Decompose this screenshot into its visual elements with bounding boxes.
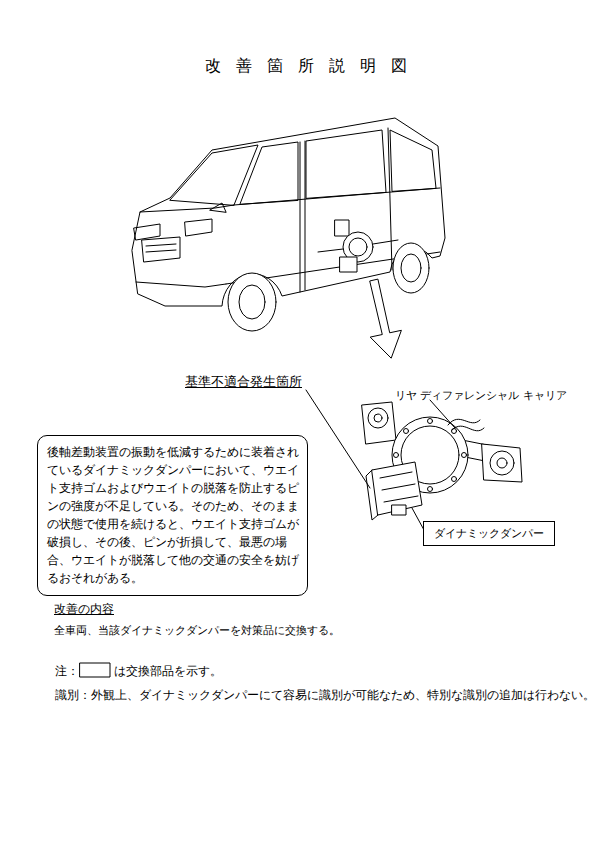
leader-line <box>306 390 370 488</box>
callout-box: 基準不適合発生箇所後軸差動装置の振動を低減するために装着されているダイナミックダ… <box>37 373 308 596</box>
part-label: ダイナミックダンパー <box>434 526 544 541</box>
mini-shafts <box>318 240 398 252</box>
left-bushing-core <box>374 414 382 422</box>
callout-text: 後軸差動装置の振動を低減するために装着されているダイナミックダンパーにおいて、ウ… <box>37 435 308 596</box>
bolt <box>462 453 467 458</box>
headlights <box>134 219 212 240</box>
right-mount <box>482 444 522 482</box>
leader-line <box>430 400 455 428</box>
windshield <box>170 145 258 205</box>
note-text: 注： <box>55 664 79 679</box>
mini-damper <box>340 257 357 272</box>
front-hub <box>239 285 265 319</box>
page-title: 改善箇所説明図 <box>0 56 612 77</box>
body-text: 全車両、当該ダイナミックダンパーを対策品に交換する。 <box>54 623 340 638</box>
note-text: 識別：外観上、ダイナミックダンパーにて容易に識別が可能なため、特別な識別の追加は… <box>55 688 595 703</box>
note-text: は交換部品を示す。 <box>114 664 222 679</box>
body-lines <box>136 128 440 292</box>
hose <box>448 419 484 431</box>
front-tire <box>228 273 276 331</box>
left-mount <box>362 402 396 444</box>
section-heading: 改善の内容 <box>54 601 114 618</box>
part-label: リヤ ディファレンシャル キャリア <box>395 389 567 403</box>
replacement-mark <box>80 663 110 677</box>
left-bushing <box>368 408 388 428</box>
bolt <box>404 429 409 434</box>
rear-tire <box>393 243 429 293</box>
bolt <box>452 477 457 482</box>
damper-body <box>372 462 422 515</box>
mini-differential <box>318 220 398 272</box>
section-heading: 基準不適合発生箇所 <box>185 373 302 391</box>
pointer-arrow <box>370 279 401 358</box>
right-bushing-core <box>497 458 507 468</box>
grille <box>142 237 180 262</box>
damper-pin <box>392 505 406 515</box>
rear-hub <box>401 254 421 282</box>
damper-details <box>366 470 418 520</box>
van-body <box>132 118 445 306</box>
front-side-window <box>240 142 298 204</box>
door-window <box>306 130 386 198</box>
mini-mount <box>335 220 349 236</box>
mini-carrier-inner <box>349 238 367 256</box>
rear-window <box>390 130 436 191</box>
right-bushing <box>490 451 514 475</box>
bolt <box>428 487 433 492</box>
van-drawing <box>132 118 445 358</box>
bolt <box>428 419 433 424</box>
bolt <box>394 453 399 458</box>
callout-box: ダイナミックダンパー <box>423 521 555 546</box>
